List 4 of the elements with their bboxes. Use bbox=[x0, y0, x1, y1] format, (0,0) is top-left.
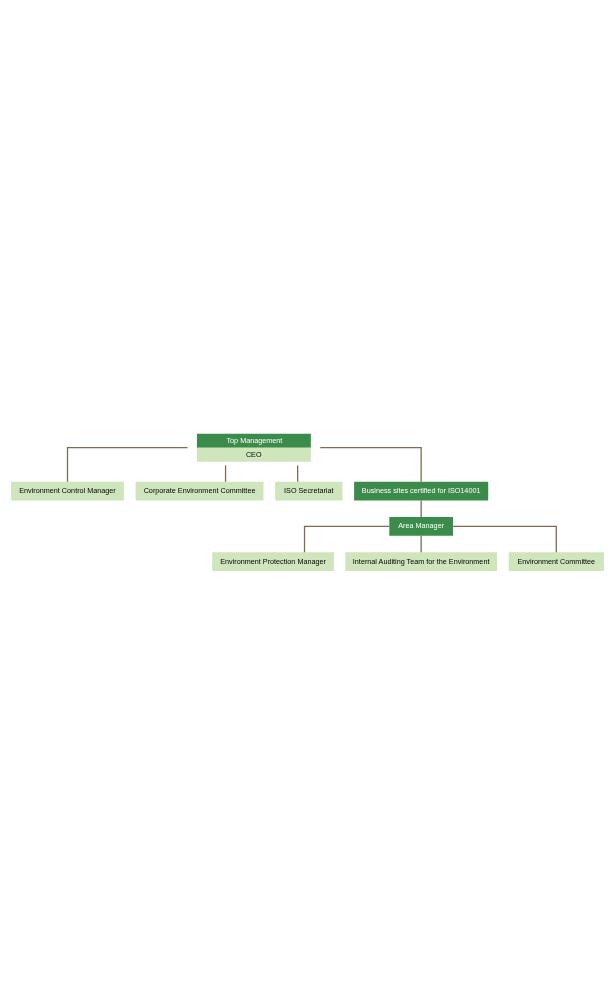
connector bbox=[303, 525, 390, 553]
connector bbox=[66, 447, 188, 483]
connector bbox=[319, 447, 422, 483]
connector bbox=[451, 525, 557, 553]
